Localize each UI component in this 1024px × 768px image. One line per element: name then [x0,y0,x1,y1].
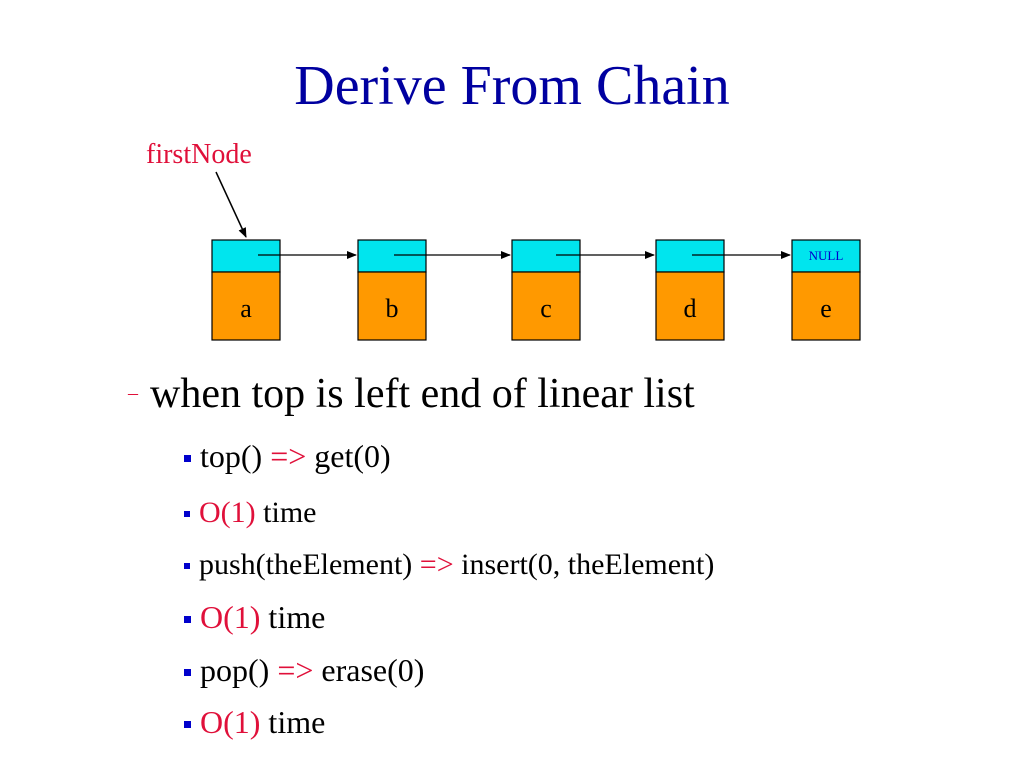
list-node-b: b [357,239,427,341]
main-bullet-text: when top is left end of linear list [150,371,695,417]
bullet-square-icon [184,669,191,676]
sub-bullet-left: top() [200,438,263,474]
node-d-link-field [655,239,725,273]
node-b-data-field [357,271,427,341]
sub-bullet-left: push(theElement) [199,548,413,581]
node-e-link-field [791,239,861,273]
sub-bullet-top-time: O(1) time [184,493,316,533]
main-bullet: –when top is left end of linear list [128,366,695,421]
sub-bullet-top: top() => get(0) [184,436,391,476]
sub-bullet-pop-time: O(1) time [184,702,325,742]
sub-bullet-arrow: => [270,438,307,474]
node-e-label: e [820,294,832,323]
main-bullet-dash: – [128,382,138,404]
bullet-square-icon [184,616,191,623]
sub-bullet-push-time: O(1) time [184,597,325,637]
node-b-label: b [386,294,399,323]
list-node-d: d [655,239,725,341]
bullet-square-icon [184,563,190,569]
list-node-c: c [511,239,581,341]
node-d-data-field [655,271,725,341]
node-c-data-field [511,271,581,341]
sub-bullet-right: get(0) [314,438,391,474]
node-a-link-field [211,239,281,273]
null-label: NULL [809,248,844,263]
sub-bullet-right: time [263,496,317,529]
sub-bullet-left: O(1) [199,496,256,529]
list-node-a: a [211,239,281,341]
node-a-label: a [240,294,252,323]
sub-bullet-left: O(1) [200,599,261,635]
first-node-pointer-arrow [215,171,247,238]
sub-bullet-right: erase(0) [321,652,425,688]
sub-bullet-right: insert(0, theElement) [461,548,715,581]
bullet-square-icon [184,721,191,728]
bullet-square-icon [184,511,190,517]
first-node-label: firstNode [146,139,252,170]
slide-title: Derive From Chain [294,55,730,117]
node-c-link-field [511,239,581,273]
node-c-label: c [540,294,552,323]
node-d-label: d [684,294,697,323]
node-a-data-field [211,271,281,341]
sub-bullet-push: push(theElement) => insert(0, theElement… [184,545,714,585]
sub-bullet-pop: pop() => erase(0) [184,650,424,690]
sub-bullet-left: pop() [200,652,270,688]
sub-bullet-right: time [268,704,326,740]
bullet-square-icon [184,455,191,462]
sub-bullet-right: time [268,599,326,635]
node-b-link-field [357,239,427,273]
sub-bullet-arrow: => [419,548,454,581]
sub-bullet-arrow: => [277,652,314,688]
node-e-data-field [791,271,861,341]
sub-bullet-left: O(1) [200,704,261,740]
list-node-e: NULL e [791,239,861,341]
